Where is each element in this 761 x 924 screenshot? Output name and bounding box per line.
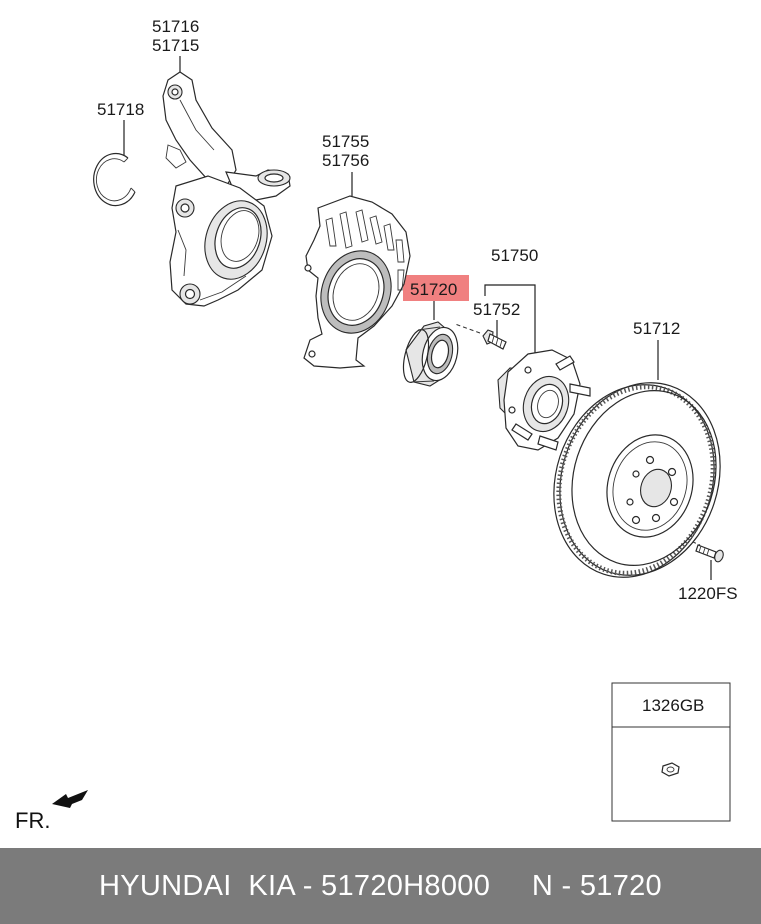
highlight-box <box>403 275 469 301</box>
nut-icon <box>661 762 680 777</box>
label-51712: 51712 <box>633 319 680 338</box>
label-51718: 51718 <box>97 100 144 119</box>
direction-label: FR. <box>15 808 50 833</box>
label-1220FS: 1220FS <box>678 584 738 603</box>
label-51720: 51720 <box>410 280 457 299</box>
parts-diagram: 51716 51715 51718 51755 51756 51720 5175… <box>15 17 738 833</box>
label-51716: 51716 <box>152 17 199 36</box>
disc-screw-icon <box>695 544 724 563</box>
label-51752: 51752 <box>473 300 520 319</box>
brake-disc-icon <box>553 382 721 578</box>
label-51750: 51750 <box>491 246 538 265</box>
label-51756: 51756 <box>322 151 369 170</box>
footer-bar: HYUNDAI KIA - 51720H8000 N - 51720 <box>0 848 761 924</box>
snap-ring-icon <box>93 152 136 207</box>
wheel-hub-icon <box>497 349 591 451</box>
hub-bolt-icon <box>482 329 507 350</box>
steering-knuckle-icon <box>162 71 291 307</box>
footer-text: HYUNDAI KIA - 51720H8000 N - 51720 <box>99 869 662 902</box>
wheel-bearing-icon <box>402 321 459 387</box>
label-51755: 51755 <box>322 132 369 151</box>
dust-cover-icon <box>303 195 411 369</box>
nut-box: 1326GB <box>611 682 731 822</box>
label-1326GB: 1326GB <box>642 696 704 715</box>
direction-arrow-icon <box>52 790 88 808</box>
label-51715: 51715 <box>152 36 199 55</box>
